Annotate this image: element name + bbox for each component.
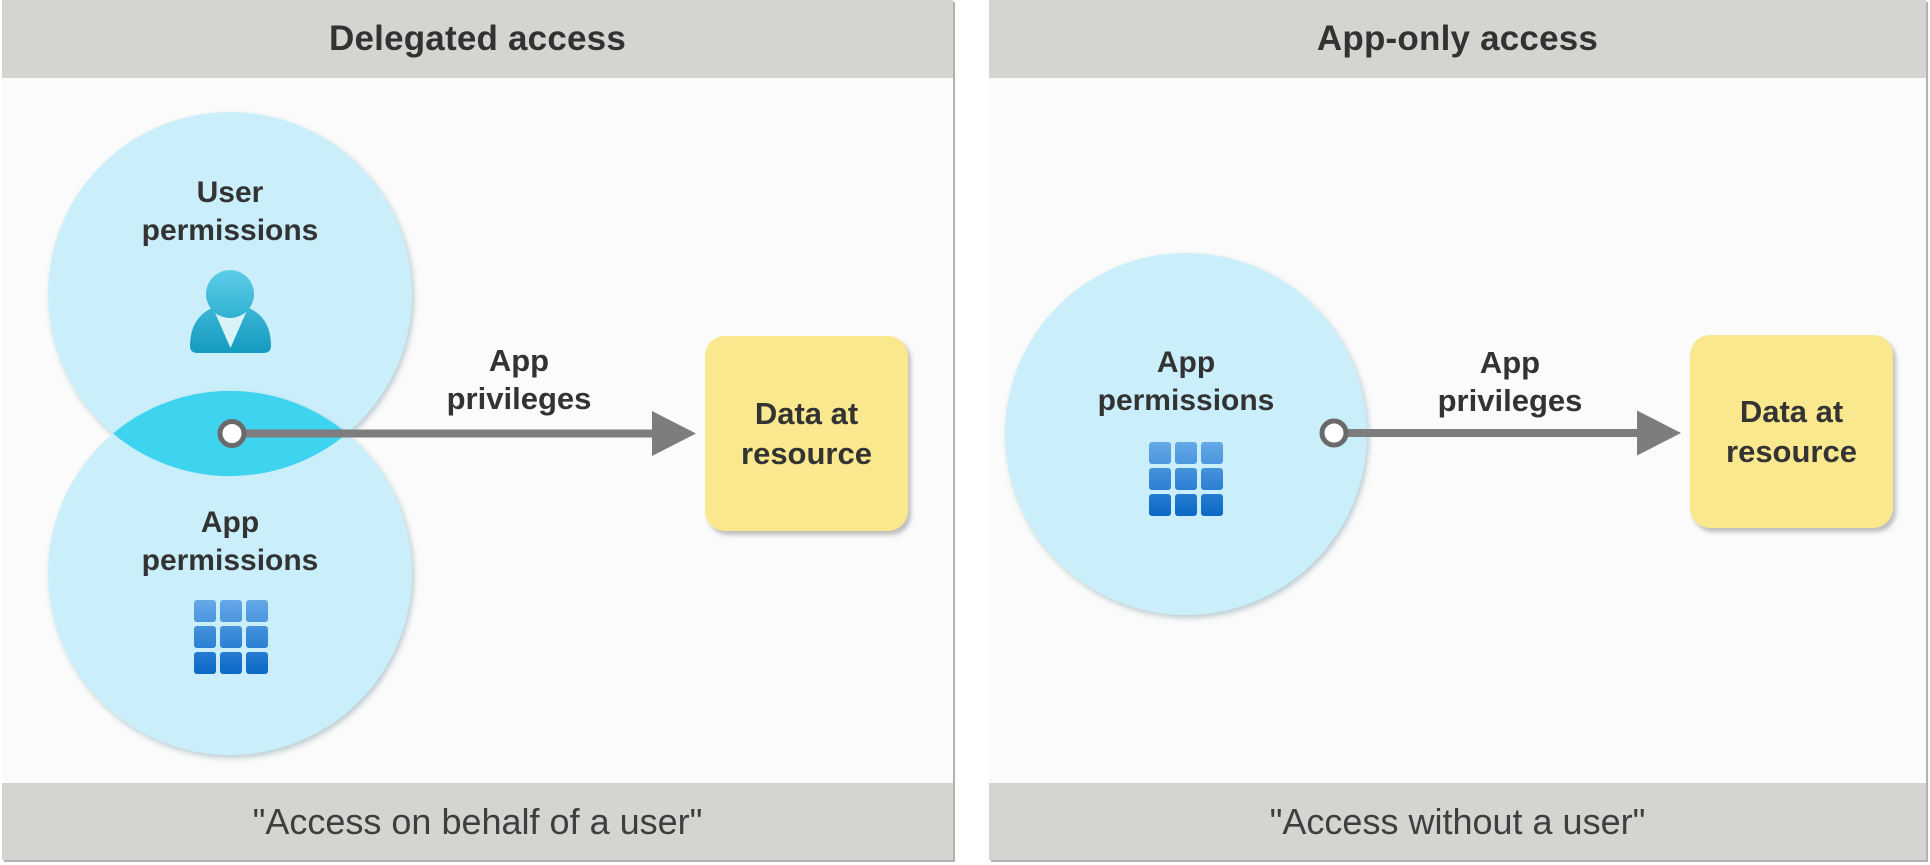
- user-permissions-label: User permissions: [141, 176, 319, 247]
- app-grid-icon: [1149, 442, 1223, 516]
- user-icon: [190, 270, 271, 353]
- data-at-resource-label: Data at resource: [741, 395, 872, 471]
- app-only-caption: "Access without a user": [1269, 800, 1646, 842]
- app-permissions-label: App permissions: [1097, 346, 1275, 417]
- delegated-title-bar: Delegated access: [2, 0, 953, 78]
- app-privileges-arrow: [1336, 410, 1681, 456]
- panel-title: Delegated access: [329, 19, 626, 58]
- app-permissions-circle: [48, 391, 412, 755]
- connector-dot: [217, 419, 247, 448]
- app-only-title-bar: App-only access: [989, 0, 1926, 78]
- data-at-resource-label: Data at resource: [1726, 393, 1857, 469]
- app-privileges-label: App privileges: [1437, 345, 1583, 418]
- delegated-caption: "Access on behalf of a user": [252, 800, 703, 842]
- app-privileges-label: App privileges: [446, 343, 592, 416]
- app-permissions-circle: [1005, 253, 1367, 615]
- panel-app-only-access: App-only access: [989, 0, 1926, 860]
- panel-title: App-only access: [1316, 19, 1599, 58]
- connector-dot: [1319, 418, 1349, 448]
- app-only-panel-body: App permissions App privileges Data at r…: [989, 78, 1926, 783]
- data-at-resource-box: Data at resource: [705, 336, 908, 531]
- app-permissions-label: App permissions: [141, 506, 319, 577]
- app-privileges-arrow: [234, 411, 696, 456]
- app-only-caption-bar: "Access without a user": [989, 783, 1926, 860]
- panel-delegated-access: Delegated access: [2, 0, 953, 860]
- app-grid-icon: [194, 600, 268, 674]
- app-only-diagram: [1005, 253, 1681, 615]
- delegated-panel-body: User permissions App permissions App pri…: [2, 78, 953, 783]
- delegated-diagram: [48, 112, 696, 755]
- delegated-caption-bar: "Access on behalf of a user": [2, 783, 953, 860]
- data-at-resource-box: Data at resource: [1690, 335, 1893, 528]
